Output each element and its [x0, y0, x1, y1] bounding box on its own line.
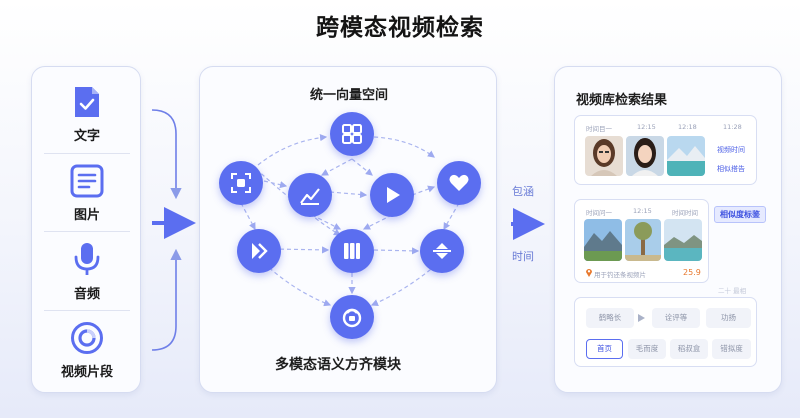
vector-space-panel: 统一向量空间	[199, 66, 497, 393]
thumbnail-woman[interactable]	[585, 136, 623, 176]
filter-pill[interactable]: 鹤略长	[586, 308, 634, 328]
results-title: 视频库检索结果	[576, 93, 668, 108]
bracket-arrow-bottom	[151, 248, 182, 351]
thumbnail-landscape[interactable]	[667, 136, 705, 176]
alignment-module-caption: 多模态语义方齐模块	[275, 357, 401, 373]
text-lines-icon	[70, 164, 104, 198]
side-link[interactable]: 视频时间	[717, 146, 745, 154]
node-compress-icon	[420, 229, 464, 273]
input-modalities-panel: 文字 图片 音频 视频片段	[31, 66, 141, 393]
connector-label-bottom: 时间	[512, 250, 534, 263]
card-header-cell: 时间目一	[586, 125, 612, 133]
card-footer-value: 25.9	[683, 268, 701, 277]
card-header-cell: 时间时间	[672, 209, 698, 217]
filter-pill[interactable]: 稻叔盒	[670, 339, 708, 359]
filter-pill[interactable]: 功扬	[706, 308, 751, 328]
node-scan-icon	[219, 161, 263, 205]
video-clip-icon	[71, 322, 103, 354]
divider	[44, 310, 130, 311]
document-check-icon	[75, 87, 99, 117]
node-forward-icon	[237, 229, 281, 273]
node-grid-icon	[330, 112, 374, 156]
card-header-cell: 12:18	[678, 123, 697, 131]
card-header-cell: 12:15	[637, 123, 656, 131]
modality-label-text: 文字	[73, 129, 100, 144]
node-bars-icon	[330, 229, 374, 273]
thumbnail-mountain[interactable]	[584, 219, 622, 261]
result-card[interactable]: 时间问一 12:15 时间时间 用于钓还条视频片 25.9	[574, 199, 709, 283]
filter-card: 鹤略长 诠评等 功扬 首页 毛而度 稻叔盒 错拟度	[574, 297, 757, 367]
modality-label-audio: 音频	[73, 287, 100, 302]
node-chart-icon	[288, 173, 332, 217]
card-header-cell: 11:28	[723, 123, 742, 131]
node-heart-icon	[437, 161, 481, 205]
card-footer-text: 用于钓还条视频片	[594, 271, 646, 279]
microphone-icon	[74, 243, 100, 275]
connector-label-top: 包涵	[512, 185, 534, 198]
node-play-icon	[370, 173, 414, 217]
result-card[interactable]: 时间目一 12:15 12:18 11:28 视频时间 相似搭告	[574, 115, 757, 185]
play-small-icon	[638, 314, 645, 322]
similarity-tag[interactable]: 相似度标鉴	[714, 206, 766, 223]
vector-space-title: 统一向量空间	[310, 88, 389, 103]
divider	[44, 153, 130, 154]
filter-pill[interactable]: 错拟度	[712, 339, 751, 359]
location-pin-icon	[586, 269, 592, 277]
page-title: 跨模态视频检索	[316, 15, 484, 41]
thumbnail-lake[interactable]	[664, 219, 702, 261]
filter-pill[interactable]: 毛而度	[628, 339, 666, 359]
card-header-cell: 12:15	[633, 207, 652, 215]
thumbnail-woman[interactable]	[626, 136, 664, 176]
node-lock-icon	[330, 295, 374, 339]
thumbnail-tree[interactable]	[625, 219, 661, 261]
modality-label-video: 视频片段	[60, 365, 113, 380]
side-link[interactable]: 相似搭告	[717, 165, 745, 173]
modality-label-image: 图片	[73, 208, 100, 223]
filter-pill[interactable]: 诠评等	[652, 308, 700, 328]
home-button[interactable]: 首页	[586, 339, 623, 359]
divider	[44, 231, 130, 232]
card-header-cell: 时间问一	[586, 209, 612, 217]
faint-label: 二十 最相	[718, 287, 747, 295]
bracket-arrow-top	[151, 109, 182, 200]
